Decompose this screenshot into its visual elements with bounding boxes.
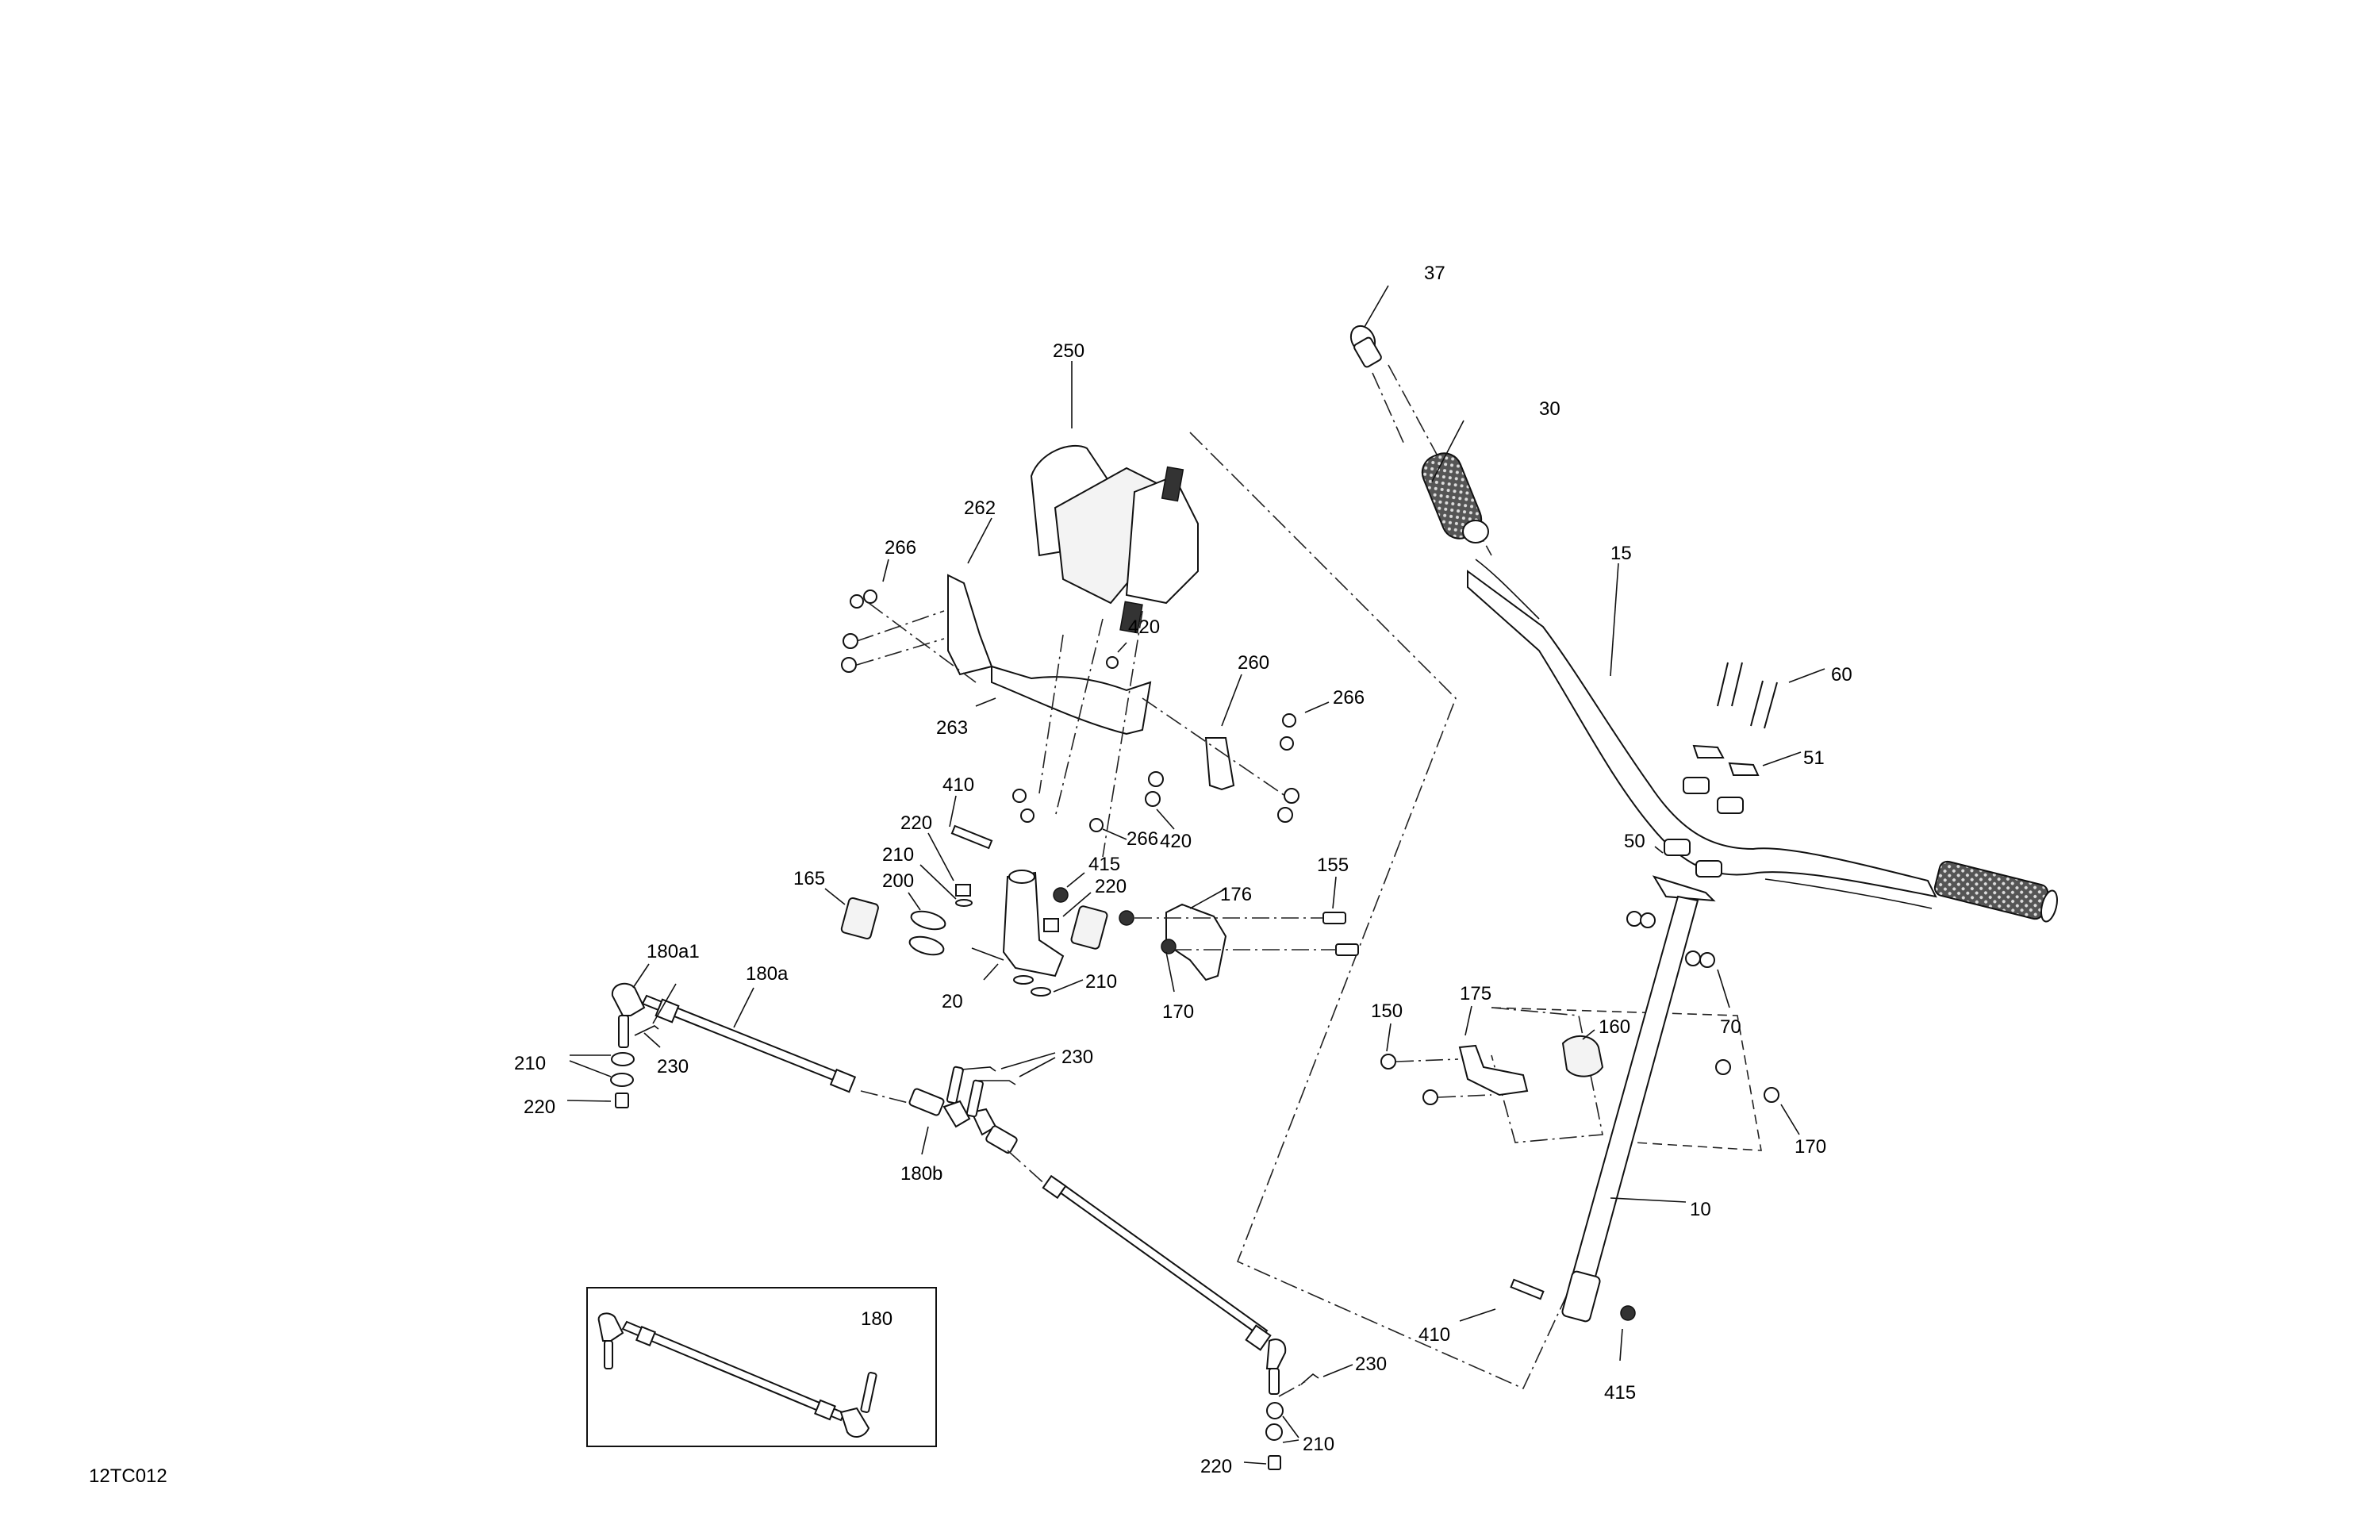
part-20-steering-arm[interactable]: 20 bbox=[942, 870, 1065, 1012]
part-210-washers-c[interactable]: 210 bbox=[514, 1052, 635, 1087]
part-266-bolts-left[interactable]: 266 bbox=[841, 537, 977, 683]
part-165-bushing[interactable]: 165 bbox=[793, 868, 879, 940]
callout-260: 260 bbox=[1238, 652, 1269, 674]
callout-30: 30 bbox=[1539, 398, 1560, 420]
part-180b-tie-rod-ends[interactable]: 180b bbox=[900, 1066, 1018, 1185]
part-200-rings[interactable]: 200 bbox=[882, 870, 947, 958]
callout-266-left: 266 bbox=[885, 537, 916, 559]
callout-262: 262 bbox=[964, 497, 996, 519]
part-266-bolt-center[interactable]: 266 bbox=[1089, 818, 1158, 850]
callout-51: 51 bbox=[1803, 747, 1825, 769]
part-50-clamp-blocks[interactable]: 50 bbox=[1624, 777, 1744, 878]
part-60-clamp-bolts[interactable]: 60 bbox=[1717, 662, 1852, 729]
part-210-washers-d[interactable]: 210 bbox=[1265, 1402, 1334, 1455]
part-steering-column-flange bbox=[1652, 875, 1716, 902]
callout-420-upper: 420 bbox=[1128, 616, 1160, 638]
callout-176: 176 bbox=[1220, 884, 1252, 905]
callout-180a1: 180a1 bbox=[647, 941, 700, 962]
part-230-cotter-pin-c[interactable]: 230 bbox=[1278, 1354, 1387, 1397]
callout-420-lower: 420 bbox=[1160, 831, 1192, 852]
part-410-bolt-lower[interactable]: 410 bbox=[1418, 1278, 1545, 1346]
callout-220-d: 220 bbox=[1200, 1456, 1232, 1477]
part-210-washers-b[interactable]: 210 bbox=[971, 947, 1117, 997]
part-51-clamp-plates[interactable]: 51 bbox=[1692, 744, 1825, 776]
callout-15: 15 bbox=[1610, 543, 1632, 564]
part-415-nut-lower[interactable]: 415 bbox=[1604, 1305, 1636, 1404]
part-180a1-tie-rod-end[interactable]: 180a1 bbox=[611, 941, 700, 1048]
part-266-bolts-lower bbox=[1012, 789, 1035, 823]
callout-266-right: 266 bbox=[1333, 687, 1365, 709]
part-220-nut-d[interactable]: 220 bbox=[1200, 1455, 1281, 1477]
part-30-hand-grip[interactable]: 30 bbox=[1417, 398, 1560, 543]
callout-70: 70 bbox=[1720, 1016, 1741, 1038]
part-220-nut-b[interactable]: 220 bbox=[1043, 876, 1127, 932]
callout-10: 10 bbox=[1690, 1199, 1711, 1220]
callout-220-a: 220 bbox=[900, 812, 932, 834]
callout-410-upper: 410 bbox=[942, 774, 974, 796]
callout-266-center: 266 bbox=[1127, 828, 1158, 850]
callout-200: 200 bbox=[882, 870, 914, 892]
callout-160: 160 bbox=[1599, 1016, 1630, 1038]
part-220-nut-c[interactable]: 220 bbox=[524, 1093, 629, 1118]
callout-415-upper: 415 bbox=[1088, 854, 1120, 875]
part-230-cotter-pin-a[interactable]: 230 bbox=[634, 1025, 689, 1077]
part-260-bracket[interactable]: 260 bbox=[1142, 652, 1294, 802]
callout-180b: 180b bbox=[900, 1163, 942, 1185]
part-262-bracket[interactable]: 262 bbox=[947, 497, 996, 676]
part-263-mounting-base[interactable]: 263 bbox=[936, 665, 1152, 739]
part-10-steering-column[interactable]: 10 bbox=[1561, 895, 1711, 1323]
part-15-handlebar[interactable]: 15 bbox=[1467, 543, 2060, 924]
callout-210-d: 210 bbox=[1303, 1434, 1334, 1455]
callout-410-lower: 410 bbox=[1418, 1324, 1450, 1346]
callout-210-a: 210 bbox=[882, 844, 914, 866]
part-165-bushing-right bbox=[1070, 905, 1108, 950]
callout-210-c: 210 bbox=[514, 1053, 546, 1074]
callout-165: 165 bbox=[793, 868, 825, 889]
callout-415-lower: 415 bbox=[1604, 1382, 1636, 1404]
part-220-nut-a[interactable]: 220 bbox=[900, 812, 971, 897]
part-230-cotter-pins-b[interactable]: 230 bbox=[961, 1047, 1093, 1085]
callout-170-lower: 170 bbox=[1795, 1136, 1826, 1158]
part-37-bar-end-plug[interactable]: 37 bbox=[1346, 263, 1445, 368]
inset-180-tie-rod-assembly[interactable]: 180 bbox=[586, 1287, 937, 1447]
part-266-bolts-right[interactable]: 266 bbox=[1277, 687, 1365, 823]
callout-263: 263 bbox=[936, 717, 968, 739]
callout-220-b: 220 bbox=[1095, 876, 1127, 897]
callout-20: 20 bbox=[942, 991, 963, 1012]
callout-50: 50 bbox=[1624, 831, 1645, 852]
part-170-nuts[interactable]: 170 bbox=[1715, 1059, 1826, 1158]
part-175-support-bracket[interactable]: 175 bbox=[1458, 983, 1529, 1096]
part-right-tie-rod[interactable] bbox=[1042, 1174, 1287, 1395]
callout-230-b: 230 bbox=[1061, 1047, 1093, 1068]
part-415-nut-upper[interactable]: 415 bbox=[1053, 854, 1120, 903]
callout-210-b: 210 bbox=[1085, 971, 1117, 993]
part-420-nuts-right[interactable]: 420 bbox=[1145, 771, 1192, 852]
inset-180-label: 180 bbox=[861, 1308, 892, 1330]
callout-150: 150 bbox=[1371, 1000, 1403, 1022]
callout-170-upper: 170 bbox=[1162, 1001, 1194, 1023]
part-160-column-bushing[interactable]: 160 bbox=[1561, 1016, 1630, 1077]
callout-230-c: 230 bbox=[1355, 1354, 1387, 1375]
callout-180a: 180a bbox=[746, 963, 789, 985]
part-210-washer-a[interactable]: 210 bbox=[882, 844, 973, 907]
callout-230-a: 230 bbox=[657, 1056, 689, 1077]
callout-175: 175 bbox=[1460, 983, 1491, 1004]
callout-250: 250 bbox=[1053, 340, 1084, 362]
part-176-bracket[interactable]: 176 170 bbox=[1119, 884, 1252, 1023]
part-180a-tie-rod[interactable]: 180a bbox=[641, 963, 857, 1093]
part-155-bolts[interactable]: 155 bbox=[1134, 854, 1359, 956]
callout-37: 37 bbox=[1424, 263, 1445, 284]
callout-220-c: 220 bbox=[524, 1096, 555, 1118]
part-250-power-steering-unit[interactable]: 250 bbox=[1030, 340, 1199, 634]
part-420-upper-nut[interactable]: 420 bbox=[1106, 616, 1160, 669]
callout-155: 155 bbox=[1317, 854, 1349, 876]
part-150-bolts[interactable]: 150 bbox=[1371, 1000, 1492, 1105]
part-70-nuts[interactable]: 70 bbox=[1626, 911, 1741, 1038]
figure-code: 12TC012 bbox=[89, 1465, 167, 1487]
part-410-bolt-upper[interactable]: 410 bbox=[942, 774, 993, 850]
callout-60: 60 bbox=[1831, 664, 1852, 686]
